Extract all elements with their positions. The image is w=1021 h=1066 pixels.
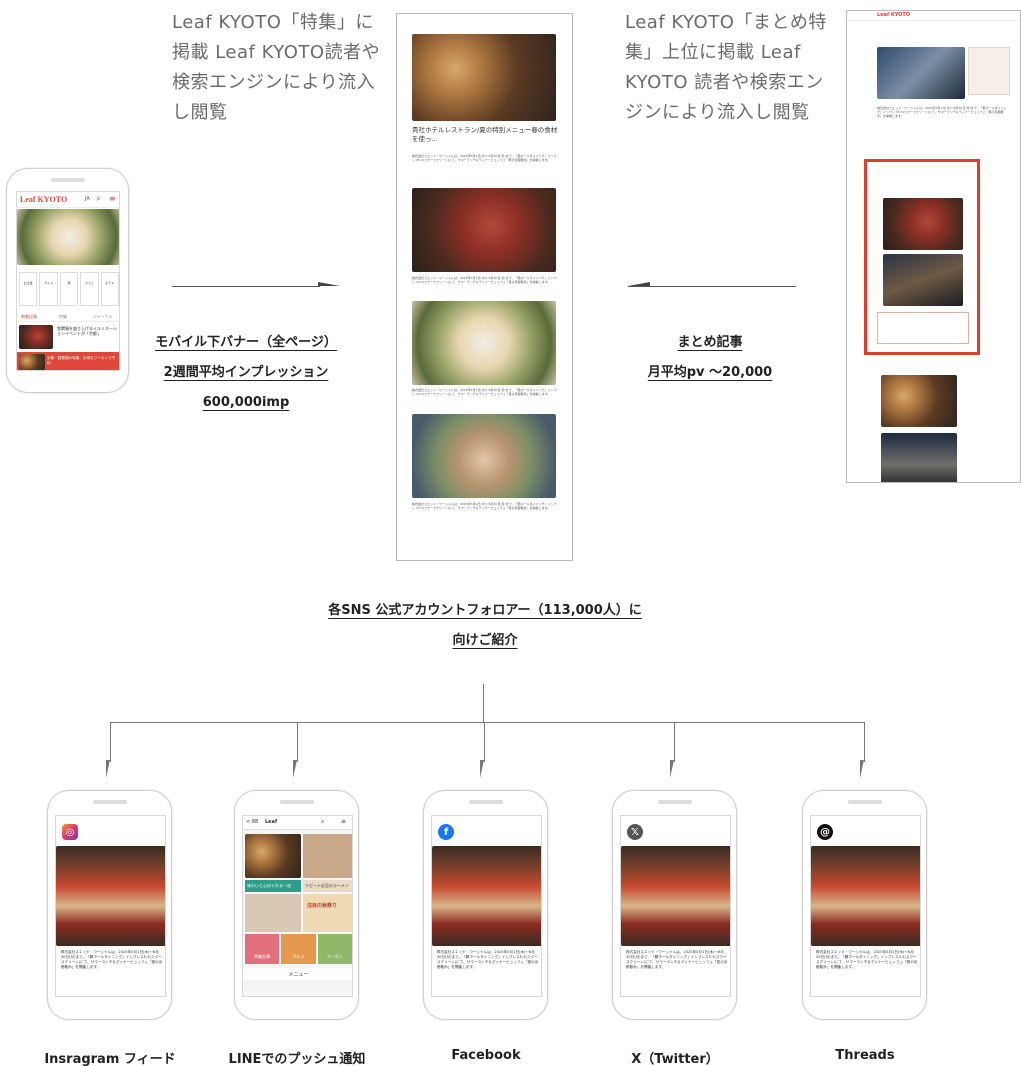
post-text: 株式会社スエッド・ワーシャルは、2025年5月1日(木)～6月30日(月)まで、… [626, 950, 728, 969]
post-image [621, 846, 730, 946]
line-phone: < 88 Leaf ⌕ ≡ 味わいと心ほぐれる一皿 リピート必至のラーメン 注目… [234, 790, 359, 1020]
tree-trunk [483, 684, 484, 723]
down-arrow-head [480, 760, 484, 778]
line-menu-bar[interactable]: メニュー [243, 968, 352, 980]
tokushu-caption: Leaf KYOTO「特集」に掲載 Leaf KYOTO読者や検索エンジンにより… [172, 12, 381, 123]
category-icon[interactable]: グルメ [39, 272, 58, 306]
instagram-label: Insragram フィード [44, 1052, 176, 1066]
mobile-screen: Leaf KYOTO JA ⌕ ≡ お土産 グルメ 旅 カフェ ホテル 新着記事… [16, 191, 120, 371]
matome-side-ad[interactable] [968, 47, 1010, 95]
article-image-2 [412, 188, 556, 272]
menu-icon[interactable]: ≡ [341, 818, 347, 825]
article-image-1 [412, 34, 556, 121]
ad-text: 牧閑庵を盛り上げるイルミネーションイベントが「京都」 [57, 326, 117, 336]
tree-leg [297, 722, 298, 762]
tab-feature[interactable]: 特集 [59, 314, 67, 319]
line-menu-btn[interactable]: 特集記事 [245, 934, 280, 964]
article-body-2: 株式会社スエッド・ワーシャルは、2025年5月1日(木)～6月30日(月)まで、… [412, 276, 557, 285]
mobile-banner-label: モバイル下バナー（全ページ） 2週間平均インプレッション 600,000imp [155, 335, 337, 410]
matome-article-page: Leaf KYOTO 株式会社スエッド・ワーシャルは、2025年5月1日(木)～… [846, 10, 1021, 483]
matome-image-3 [881, 375, 957, 427]
category-icon[interactable]: カフェ [80, 272, 99, 306]
threads-phone: @ 株式会社スエッド・ワーシャルは、2025年5月1日(木)～6月30日(月)ま… [802, 790, 927, 1020]
arrow-head-right [318, 282, 340, 286]
down-arrow-head [860, 760, 864, 778]
line-label: LINEでのプッシュ通知 [228, 1052, 366, 1066]
language-tag[interactable]: JA [85, 196, 90, 202]
line-card-2[interactable]: リピート必至のラーメン [303, 880, 352, 892]
hero-image [17, 209, 119, 265]
line-back[interactable]: < 88 [246, 819, 259, 825]
post-text: 株式会社スエッド・ワーシャルは、2025年5月1日(木)～6月30日(月)まで、… [437, 950, 539, 969]
highlighted-listing [864, 159, 980, 355]
instagram-phone: ◎ 株式会社スエッド・ワーシャルは、2025年5月1日(木)～6月30日(月)ま… [47, 790, 172, 1020]
tree-leg [110, 722, 111, 762]
menu-icon[interactable]: ≡ [109, 194, 116, 203]
x-icon: 𝕏 [627, 824, 643, 840]
line-card-3[interactable]: 注目の秋祭り [303, 894, 352, 932]
mobile-phone-mockup: Leaf KYOTO JA ⌕ ≡ お土産 グルメ 旅 カフェ ホテル 新着記事… [6, 168, 129, 393]
x-phone: 𝕏 株式会社スエッド・ワーシャルは、2025年5月1日(木)～6月30日(月)ま… [612, 790, 737, 1020]
line-menu-btn[interactable]: グルメ [281, 934, 316, 964]
search-icon[interactable]: ⌕ [321, 818, 325, 825]
category-icon[interactable]: 旅 [59, 272, 79, 306]
tree-leg [674, 722, 675, 762]
article-body-3: 株式会社スエッド・ワーシャルは、2025年5月1日(木)～6月30日(月)まで、… [412, 388, 557, 397]
matome-label: まとめ記事 月平均pv 〜20,000 [647, 335, 773, 380]
down-arrow-head [293, 760, 297, 778]
matome-site-logo: Leaf KYOTO [877, 12, 911, 18]
tree-branch [110, 722, 864, 723]
matome-hero-image [877, 47, 965, 99]
instagram-icon: ◎ [62, 824, 78, 840]
search-icon[interactable]: ⌕ [96, 194, 101, 203]
article-body-4: 株式会社スエッド・ワーシャルは、2025年5月1日(木)～6月30日(月)まで、… [412, 502, 557, 511]
category-icon[interactable]: お土産 [19, 272, 38, 306]
arrow-line-right [628, 286, 796, 287]
line-card-1[interactable]: 味わいと心ほぐれる一皿 [245, 880, 301, 892]
facebook-label: Facebook [451, 1048, 521, 1063]
category-icon[interactable]: ホテル [100, 272, 119, 306]
tree-leg [864, 722, 865, 762]
feature-article-page: 貴社ホテルレストラン/夏の特別メニュー春の食材を使っ... 株式会社スエッド・ワ… [396, 13, 573, 561]
matome-caption: Leaf KYOTO「まとめ特集」上位に掲載 Leaf KYOTO 読者や検索エ… [625, 12, 827, 123]
tab-new[interactable]: 新着記事 [21, 314, 37, 319]
threads-label: Threads [835, 1048, 895, 1063]
facebook-phone: f 株式会社スエッド・ワーシャルは、2025年5月1日(木)～6月30日(月)ま… [423, 790, 548, 1020]
line-menu-btn[interactable]: クーポン [317, 934, 352, 964]
matome-image-4 [881, 433, 957, 482]
sns-followers-label: 各SNS 公式アカウントフォロアー（113,000人）に 向けご紹介 [328, 603, 642, 648]
post-text: 株式会社スエッド・ワーシャルは、2025年5月1日(木)～6月30日(月)まで、… [61, 950, 163, 969]
post-text: 株式会社スエッド・ワーシャルは、2025年5月1日(木)～6月30日(月)まで、… [816, 950, 918, 969]
facebook-icon: f [438, 824, 454, 840]
article-image-3 [412, 301, 556, 385]
site-logo: Leaf KYOTO [20, 195, 68, 204]
down-arrow-head [670, 760, 674, 778]
line-title: Leaf [265, 819, 278, 825]
threads-icon: @ [817, 824, 833, 840]
tree-leg [484, 722, 485, 762]
x-label: X（Twitter） [631, 1052, 719, 1066]
bottom-banner[interactable]: 京都・琵琶湖の特集、お得なクーポンで予約 [17, 352, 119, 370]
post-image [56, 846, 165, 946]
down-arrow-head [106, 760, 110, 778]
arrow-head-left [628, 282, 650, 286]
post-image [432, 846, 541, 946]
tab-journal[interactable]: ジャーナル [93, 314, 113, 319]
article-title: 貴社ホテルレストラン/夏の特別メニュー春の食材を使っ... [412, 126, 558, 143]
arrow-line-left [172, 286, 320, 287]
ad-thumbnail [19, 325, 53, 349]
article-image-4 [412, 414, 556, 498]
article-body: 株式会社スエッド・ワーシャルは、2025年5月1日(木)～6月30日(月)まで、… [412, 154, 557, 163]
post-image [811, 846, 920, 946]
